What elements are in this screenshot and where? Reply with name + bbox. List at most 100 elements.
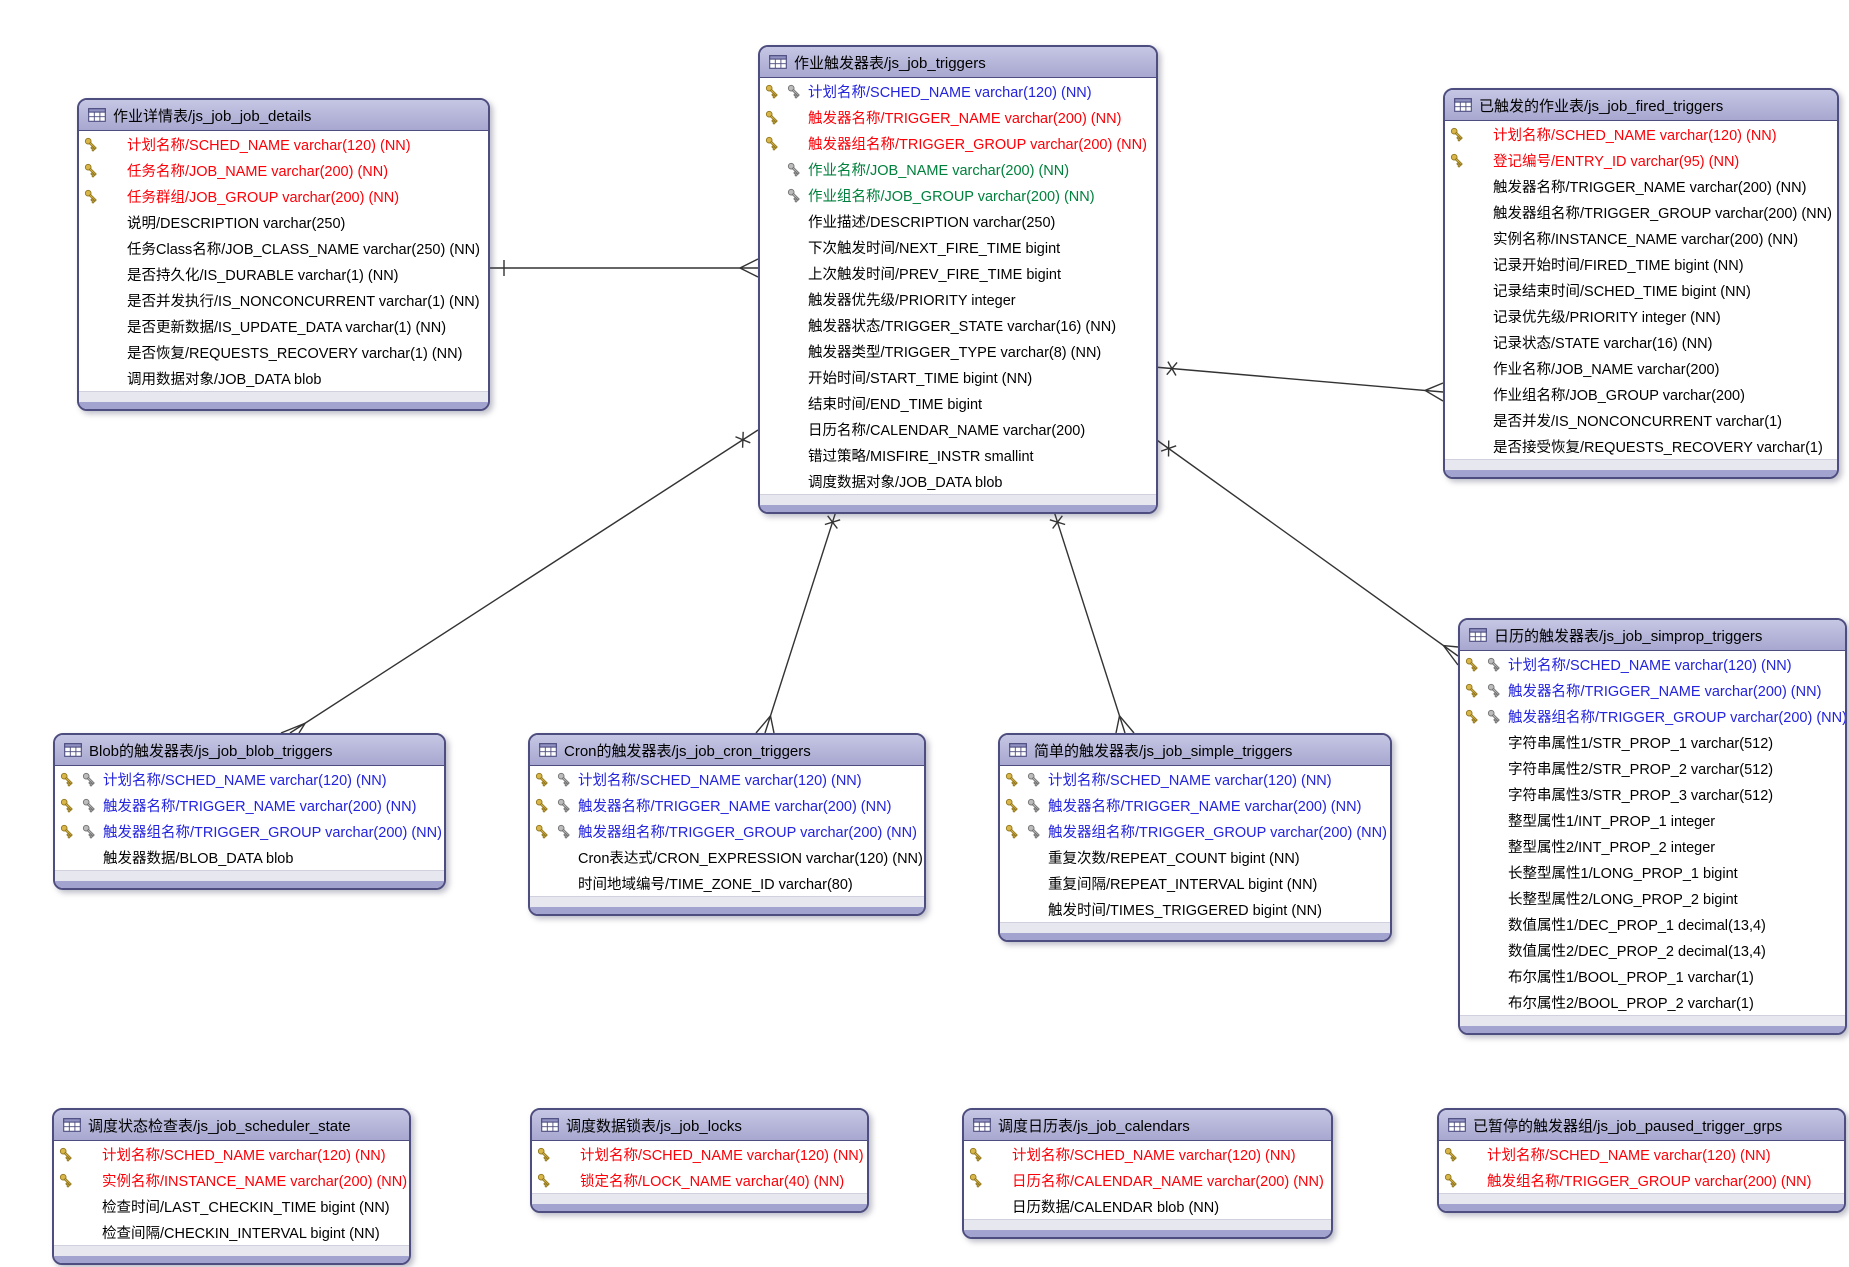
column-row[interactable]: 日历名称/CALENDAR_NAME varchar(200) (NN) [964,1167,1331,1193]
column-row[interactable]: 是否恢复/REQUESTS_RECOVERY varchar(1) (NN) [79,339,488,365]
column-row[interactable]: 字符串属性3/STR_PROP_3 varchar(512) [1460,781,1845,807]
table-header[interactable]: Cron的触发器表/js_job_cron_triggers [530,735,924,766]
relationship-triggers-to-cron[interactable] [755,504,841,734]
column-row[interactable]: 计划名称/SCHED_NAME varchar(120) (NN) [1000,766,1390,792]
column-row[interactable]: 是否并发/IS_NONCONCURRENT varchar(1) [1445,407,1837,433]
column-row[interactable]: 作业组名称/JOB_GROUP varchar(200) [1445,381,1837,407]
column-row[interactable]: 作业名称/JOB_NAME varchar(200) (NN) [760,156,1156,182]
column-row[interactable]: 作业描述/DESCRIPTION varchar(250) [760,208,1156,234]
column-row[interactable]: 触发器组名称/TRIGGER_GROUP varchar(200) (NN) [1000,818,1390,844]
column-row[interactable]: 是否更新数据/IS_UPDATE_DATA varchar(1) (NN) [79,313,488,339]
relationship-triggers-to-blob[interactable] [280,429,759,734]
column-row[interactable]: Cron表达式/CRON_EXPRESSION varchar(120) (NN… [530,844,924,870]
column-row[interactable]: 触发器名称/TRIGGER_NAME varchar(200) (NN) [1460,677,1845,703]
column-row[interactable]: 布尔属性2/BOOL_PROP_2 varchar(1) [1460,989,1845,1015]
table-header[interactable]: 调度数据锁表/js_job_locks [532,1110,867,1141]
column-row[interactable]: 计划名称/SCHED_NAME varchar(120) (NN) [532,1141,867,1167]
relationship-triggers-to-simple[interactable] [1049,504,1135,734]
relationship-triggers-to-fired[interactable] [1153,361,1444,402]
column-row[interactable]: 整型属性1/INT_PROP_1 integer [1460,807,1845,833]
column-row[interactable]: 调度数据对象/JOB_DATA blob [760,468,1156,494]
column-row[interactable]: 实例名称/INSTANCE_NAME varchar(200) (NN) [54,1167,409,1193]
column-row[interactable]: 整型属性2/INT_PROP_2 integer [1460,833,1845,859]
column-row[interactable]: 记录状态/STATE varchar(16) (NN) [1445,329,1837,355]
table-header[interactable]: Blob的触发器表/js_job_blob_triggers [55,735,444,766]
column-row[interactable]: 上次触发时间/PREV_FIRE_TIME bigint [760,260,1156,286]
column-row[interactable]: 日历名称/CALENDAR_NAME varchar(200) [760,416,1156,442]
column-row[interactable]: 触发时间/TIMES_TRIGGERED bigint (NN) [1000,896,1390,922]
column-row[interactable]: 触发器状态/TRIGGER_STATE varchar(16) (NN) [760,312,1156,338]
column-row[interactable]: 记录结束时间/SCHED_TIME bigint (NN) [1445,277,1837,303]
column-row[interactable]: 计划名称/SCHED_NAME varchar(120) (NN) [1460,651,1845,677]
column-row[interactable]: 触发器名称/TRIGGER_NAME varchar(200) (NN) [760,104,1156,130]
column-row[interactable]: 检查时间/LAST_CHECKIN_TIME bigint (NN) [54,1193,409,1219]
column-row[interactable]: 触发器类型/TRIGGER_TYPE varchar(8) (NN) [760,338,1156,364]
column-row[interactable]: 触发器数据/BLOB_DATA blob [55,844,444,870]
column-row[interactable]: 计划名称/SCHED_NAME varchar(120) (NN) [964,1141,1331,1167]
column-row[interactable]: 计划名称/SCHED_NAME varchar(120) (NN) [1439,1141,1844,1167]
column-row[interactable]: 计划名称/SCHED_NAME varchar(120) (NN) [530,766,924,792]
column-row[interactable]: 检查间隔/CHECKIN_INTERVAL bigint (NN) [54,1219,409,1245]
column-row[interactable]: 是否并发执行/IS_NONCONCURRENT varchar(1) (NN) [79,287,488,313]
column-row[interactable]: 记录优先级/PRIORITY integer (NN) [1445,303,1837,329]
column-row[interactable]: 时间地域编号/TIME_ZONE_ID varchar(80) [530,870,924,896]
column-row[interactable]: 触发器组名称/TRIGGER_GROUP varchar(200) (NN) [55,818,444,844]
column-row[interactable]: 触发器名称/TRIGGER_NAME varchar(200) (NN) [1445,173,1837,199]
column-row[interactable]: 任务Class名称/JOB_CLASS_NAME varchar(250) (N… [79,235,488,261]
column-row[interactable]: 触发器组名称/TRIGGER_GROUP varchar(200) (NN) [1460,703,1845,729]
column-row[interactable]: 登记编号/ENTRY_ID varchar(95) (NN) [1445,147,1837,173]
column-row[interactable]: 布尔属性1/BOOL_PROP_1 varchar(1) [1460,963,1845,989]
column-row[interactable]: 触发器组名称/TRIGGER_GROUP varchar(200) (NN) [760,130,1156,156]
column-row[interactable]: 计划名称/SCHED_NAME varchar(120) (NN) [79,131,488,157]
table-header[interactable]: 简单的触发器表/js_job_simple_triggers [1000,735,1390,766]
column-row[interactable]: 触发器优先级/PRIORITY integer [760,286,1156,312]
column-row[interactable]: 触发器组名称/TRIGGER_GROUP varchar(200) (NN) [1445,199,1837,225]
table-header[interactable]: 调度状态检查表/js_job_scheduler_state [54,1110,409,1141]
table-header[interactable]: 作业触发器表/js_job_triggers [760,47,1156,78]
table-header[interactable]: 已触发的作业表/js_job_fired_triggers [1445,90,1837,121]
relationship-triggers-to-simprop[interactable] [1153,437,1459,666]
column-row[interactable]: 重复次数/REPEAT_COUNT bigint (NN) [1000,844,1390,870]
column-row[interactable]: 作业组名称/JOB_GROUP varchar(200) (NN) [760,182,1156,208]
column-row[interactable]: 重复间隔/REPEAT_INTERVAL bigint (NN) [1000,870,1390,896]
table-header[interactable]: 调度日历表/js_job_calendars [964,1110,1331,1141]
column-row[interactable]: 错过策略/MISFIRE_INSTR smallint [760,442,1156,468]
column-row[interactable]: 长整型属性2/LONG_PROP_2 bigint [1460,885,1845,911]
table-header[interactable]: 日历的触发器表/js_job_simprop_triggers [1460,620,1845,651]
column-row[interactable]: 触发器名称/TRIGGER_NAME varchar(200) (NN) [530,792,924,818]
relationship-details-to-triggers[interactable] [486,258,759,278]
column-row[interactable]: 计划名称/SCHED_NAME varchar(120) (NN) [55,766,444,792]
column-row[interactable]: 触发器组名称/TRIGGER_GROUP varchar(200) (NN) [530,818,924,844]
column-row[interactable]: 日历数据/CALENDAR blob (NN) [964,1193,1331,1219]
column-row[interactable]: 计划名称/SCHED_NAME varchar(120) (NN) [760,78,1156,104]
column-row[interactable]: 是否持久化/IS_DURABLE varchar(1) (NN) [79,261,488,287]
column-row[interactable]: 是否接受恢复/REQUESTS_RECOVERY varchar(1) [1445,433,1837,459]
column-row[interactable]: 字符串属性2/STR_PROP_2 varchar(512) [1460,755,1845,781]
column-row[interactable]: 触发器名称/TRIGGER_NAME varchar(200) (NN) [1000,792,1390,818]
column-row[interactable]: 计划名称/SCHED_NAME varchar(120) (NN) [54,1141,409,1167]
column-row[interactable]: 锁定名称/LOCK_NAME varchar(40) (NN) [532,1167,867,1193]
column-row[interactable]: 触发组名称/TRIGGER_GROUP varchar(200) (NN) [1439,1167,1844,1193]
column-row[interactable]: 说明/DESCRIPTION varchar(250) [79,209,488,235]
column-row[interactable]: 结束时间/END_TIME bigint [760,390,1156,416]
column-row[interactable]: 任务群组/JOB_GROUP varchar(200) (NN) [79,183,488,209]
column-row[interactable]: 调用数据对象/JOB_DATA blob [79,365,488,391]
column-row[interactable]: 计划名称/SCHED_NAME varchar(120) (NN) [1445,121,1837,147]
column-row[interactable]: 作业名称/JOB_NAME varchar(200) [1445,355,1837,381]
column-row[interactable]: 字符串属性1/STR_PROP_1 varchar(512) [1460,729,1845,755]
column-row[interactable]: 触发器名称/TRIGGER_NAME varchar(200) (NN) [55,792,444,818]
column-row[interactable]: 长整型属性1/LONG_PROP_1 bigint [1460,859,1845,885]
column-row[interactable]: 数值属性1/DEC_PROP_1 decimal(13,4) [1460,911,1845,937]
column-row[interactable]: 记录开始时间/FIRED_TIME bigint (NN) [1445,251,1837,277]
table-header[interactable]: 已暂停的触发器组/js_job_paused_trigger_grps [1439,1110,1844,1141]
